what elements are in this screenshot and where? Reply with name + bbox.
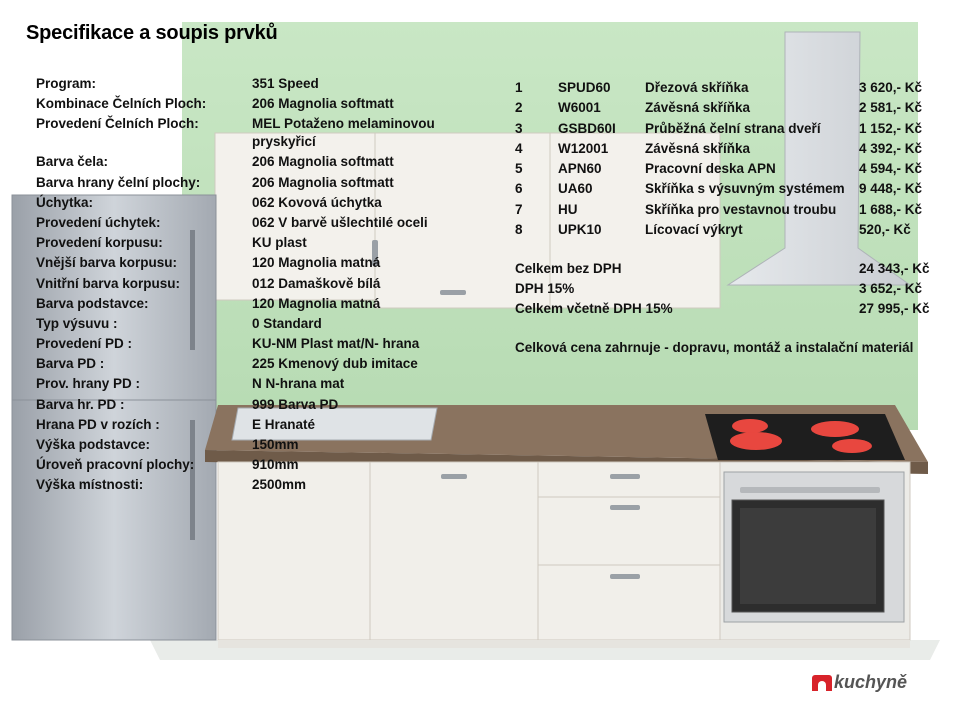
- spec-value: 0 Standard: [252, 315, 322, 331]
- spec-value: 062 V barvě ušlechtilé oceli: [252, 214, 428, 230]
- spec-value: 225 Kmenový dub imitace: [252, 356, 418, 372]
- item-number: 7: [515, 201, 523, 217]
- spec-value: KU plast: [252, 235, 307, 251]
- item-price: 1 152,- Kč: [859, 120, 923, 136]
- item-code: GSBD60I: [558, 120, 616, 136]
- item-code: HU: [558, 201, 578, 217]
- item-description: Závěsná skříňka: [645, 140, 751, 156]
- spec-label: Úchytka:: [36, 194, 94, 210]
- spec-value: 910mm: [252, 457, 299, 473]
- item-number: 6: [515, 181, 523, 197]
- item-number: 8: [515, 222, 523, 238]
- total-value: 3 652,- Kč: [859, 281, 923, 296]
- spec-label: Hrana PD v rozích :: [36, 416, 160, 432]
- spec-value: 206 Magnolia softmatt: [252, 174, 394, 190]
- spec-label: Úroveň pracovní plochy:: [36, 457, 195, 473]
- item-price: 2 581,- Kč: [859, 100, 923, 116]
- spec-value: 351 Speed: [252, 76, 319, 91]
- item-number: 3: [515, 120, 523, 136]
- item-number: 5: [515, 161, 523, 177]
- spec-label: Provedení úchytek:: [36, 214, 161, 230]
- spec-value: N N-hrana mat: [252, 376, 345, 392]
- item-code: W12001: [558, 140, 609, 156]
- spec-label: Barva hr. PD :: [36, 396, 125, 412]
- item-number: 4: [515, 140, 523, 156]
- item-code: UA60: [558, 181, 593, 197]
- item-description: Pracovní deska APN: [645, 161, 776, 177]
- upper-cabinet-right: [374, 132, 721, 309]
- spec-label: Prov. hrany PD :: [36, 376, 141, 392]
- spec-value: 012 Damaškově bílá: [252, 275, 381, 291]
- sink: [231, 407, 438, 441]
- logo-text: kuchyně: [834, 672, 908, 692]
- spec-value: 120 Magnolia matná: [252, 255, 381, 271]
- spec-label: Typ výsuvu :: [36, 315, 118, 331]
- total-label: Celkem bez DPH: [515, 261, 622, 276]
- drawer-cabinet: [537, 461, 721, 641]
- spec-value: 206 Magnolia softmatt: [252, 96, 394, 112]
- base-cabinet-sink: [217, 461, 371, 641]
- total-label: DPH 15%: [515, 281, 575, 296]
- spec-value: 120 Magnolia matná: [252, 295, 381, 311]
- spec-label: Barva podstavce:: [36, 295, 149, 311]
- item-description: Dřezová skříňka: [645, 80, 749, 95]
- item-number: 2: [515, 100, 523, 116]
- spec-label: Kombinace Čelních Ploch:: [36, 96, 207, 112]
- price-note: Celková cena zahrnuje - dopravu, montáž …: [515, 340, 914, 355]
- item-price: 9 448,- Kč: [859, 181, 923, 197]
- item-code: SPUD60: [558, 80, 611, 95]
- total-value: 24 343,- Kč: [859, 261, 930, 276]
- spec-label: Provedení Čelních Ploch:: [36, 116, 199, 132]
- item-price: 4 594,- Kč: [859, 161, 923, 177]
- item-price: 4 392,- Kč: [859, 140, 923, 156]
- spec-label: Výška místnosti:: [36, 477, 144, 493]
- spec-label: Barva hrany čelní plochy:: [36, 174, 201, 190]
- spec-value: 999 Barva PD: [252, 396, 339, 412]
- spec-value: 2500mm: [252, 477, 307, 493]
- spec-label: Vnitřní barva korpusu:: [36, 275, 181, 291]
- item-description: Skříňka pro vestavnou troubu: [645, 201, 837, 217]
- spec-value: KU-NM Plast mat/N- hrana: [252, 336, 420, 352]
- range-hood: [726, 31, 912, 286]
- item-description: Průběžná čelní strana dveří: [645, 120, 821, 136]
- spec-label: Provedení korpusu:: [36, 235, 163, 251]
- item-code: UPK10: [558, 222, 602, 238]
- fridge: [11, 194, 217, 641]
- spec-value: 062 Kovová úchytka: [252, 194, 382, 210]
- spec-value: 206 Magnolia softmatt: [252, 154, 394, 170]
- brand-logo: kuchyně: [812, 672, 952, 694]
- upper-cabinet-left: [214, 132, 376, 301]
- spec-label: Provedení PD :: [36, 336, 133, 352]
- spec-label: Výška podstavce:: [36, 437, 151, 452]
- item-price: 1 688,- Kč: [859, 201, 923, 217]
- logo-mark-icon: [812, 675, 832, 691]
- spec-label: Vnější barva korpusu:: [36, 255, 178, 271]
- spec-value: E Hranaté: [252, 416, 316, 432]
- item-description: Lícovací výkryt: [645, 222, 743, 238]
- page-title: Specifikace a soupis prvků: [26, 22, 278, 44]
- spec-label: Program:: [36, 76, 97, 91]
- item-code: W6001: [558, 100, 601, 116]
- total-value: 27 995,- Kč: [859, 301, 930, 316]
- item-price: 520,- Kč: [859, 222, 911, 238]
- spec-label: Barva PD :: [36, 356, 105, 372]
- plinth: [218, 640, 910, 648]
- base-cabinet-door: [369, 461, 539, 641]
- spec-label: Barva čela:: [36, 154, 109, 170]
- spec-value: MEL Potaženo melaminovou pryskyřicí: [252, 116, 435, 150]
- item-description: Skříňka s výsuvným systémem: [645, 181, 845, 197]
- item-price: 3 620,- Kč: [859, 80, 923, 95]
- item-number: 1: [515, 80, 523, 95]
- item-code: APN60: [558, 161, 602, 177]
- spec-value: 150mm: [252, 437, 299, 452]
- total-label: Celkem včetně DPH 15%: [515, 301, 673, 316]
- item-description: Závěsná skříňka: [645, 100, 751, 116]
